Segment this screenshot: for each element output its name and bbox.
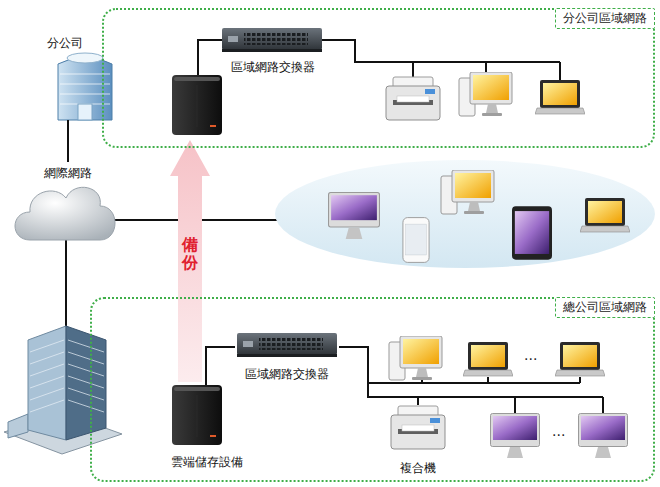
region-heading: 總公司區域網路 (555, 297, 655, 318)
hq-printer (391, 406, 445, 449)
branch-building-roof (67, 53, 103, 63)
hq-wing (8, 414, 28, 438)
hq-imac (579, 414, 628, 459)
device-label: 分公司 (47, 36, 83, 51)
network-cable (206, 347, 235, 385)
branch-switch (222, 28, 322, 52)
branch-nas (172, 75, 222, 135)
mobile-imac (329, 193, 380, 239)
mobile-desktop (441, 170, 494, 214)
arrow-label: 備份 (182, 236, 198, 271)
mobile-laptop (580, 198, 630, 232)
hq-tower-right (66, 326, 106, 440)
wire-branch-nas (198, 40, 223, 76)
lan-region: 分公司區域網路區域網路交換器 (102, 8, 655, 148)
wire-cloud-hq (65, 236, 67, 330)
branch-printer (386, 77, 440, 120)
mobile-tablet (512, 206, 552, 259)
internet-cloud (15, 187, 115, 240)
ellipsis: ... (552, 424, 565, 439)
device-label: 網際網路 (44, 166, 92, 181)
hq-tower-left (28, 326, 66, 440)
device-label: 區域網路交換器 (245, 367, 329, 382)
branch-building-door (78, 104, 92, 120)
device-node: 區域網路交換器 (220, 26, 326, 75)
hq-nas (172, 385, 222, 445)
device-node: 複合機 (380, 405, 456, 476)
hq-imac (491, 414, 540, 459)
wire-hq-bus-bottom (418, 397, 603, 414)
device-node: 網際網路 (15, 162, 120, 242)
wire-branch-bus (321, 40, 560, 81)
hq-desktop (389, 336, 442, 380)
device-label: 複合機 (400, 461, 436, 476)
hq-windows (30, 340, 104, 412)
network-cable (339, 347, 418, 405)
backup-arrow (170, 140, 210, 382)
device-label: 雲端儲存設備 (171, 455, 243, 470)
device-node: 分公司 (30, 32, 100, 120)
hq-laptop (463, 342, 513, 376)
hq-building (4, 326, 122, 454)
network-cable (67, 120, 69, 162)
mobile-phone (403, 218, 429, 263)
device-label: 區域網路交換器 (231, 60, 315, 75)
region-heading: 分公司區域網路 (555, 8, 655, 29)
hq-switch (237, 333, 337, 357)
hq-laptop (555, 342, 605, 376)
branch-desktop (459, 72, 512, 116)
lan-region: 總公司區域網路區域網路交換器雲端儲存設備 複合機 (90, 297, 655, 482)
wires (66, 40, 603, 414)
device-node: 區域網路交換器 (235, 333, 339, 382)
device-node: 雲端儲存設備 (162, 385, 252, 470)
mobile-zone (275, 160, 655, 268)
branch-laptop (535, 80, 585, 114)
ellipsis: ... (524, 348, 537, 363)
